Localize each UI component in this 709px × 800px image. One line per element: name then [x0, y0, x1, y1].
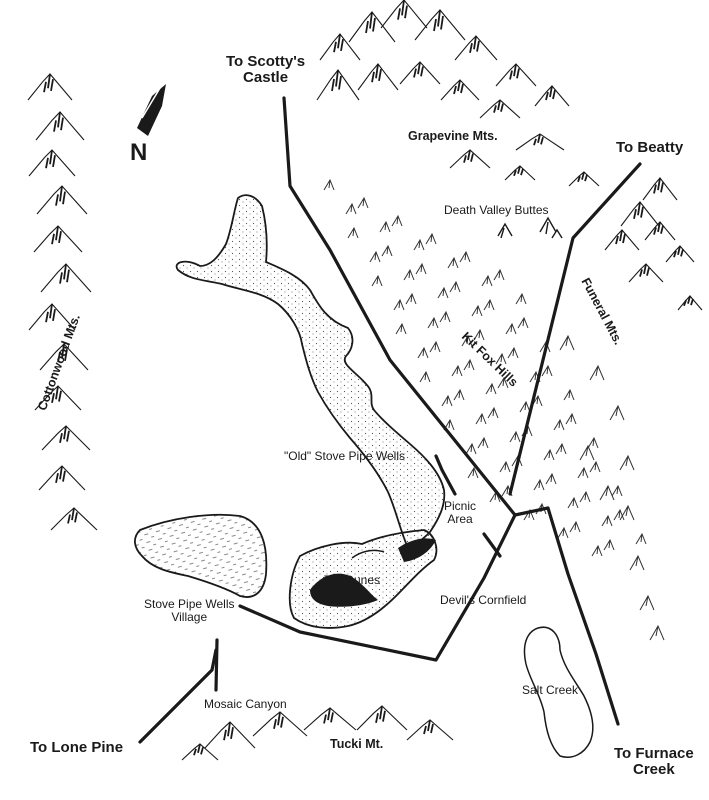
- road-mosaic-canyon: [214, 638, 219, 692]
- label-salt-creek: Salt Creek: [522, 683, 579, 697]
- label-picnic-area-line1: Picnic: [444, 499, 477, 513]
- tucki-mountain-sketch: [181, 705, 454, 761]
- label-tucki-mt: Tucki Mt.: [330, 737, 384, 751]
- label-old-stove-pipe-wells: "Old" Stove Pipe Wells: [284, 449, 406, 463]
- road-west: [238, 513, 517, 662]
- dune-crest-1: [351, 549, 385, 559]
- dune-shadow-2: [398, 538, 436, 562]
- road-lone-pine: [138, 648, 218, 744]
- label-grapevine-mts: Grapevine Mts.: [408, 129, 498, 143]
- label-to-beatty: To Beatty: [616, 139, 684, 156]
- label-to-furnace-creek: To Furnace Creek: [614, 746, 694, 778]
- label-to-lone-pine: To Lone Pine: [30, 739, 124, 756]
- label-stove-pipe-wells-village: Stove Pipe Wells Village: [144, 598, 235, 623]
- label-to-scottys-castle-line2: Castle: [243, 68, 289, 86]
- label-to-furnace-creek-line2: Creek: [633, 760, 675, 778]
- label-mosaic-canyon: Mosaic Canyon: [204, 697, 287, 711]
- road-beatty: [508, 162, 642, 496]
- road-old-stovepipe: [434, 454, 457, 496]
- label-picnic-area-line2: Area: [447, 511, 473, 526]
- cottonwood-mountains-sketch: [27, 73, 98, 531]
- label-picnic-area: Picnic Area: [444, 500, 476, 525]
- label-stove-pipe-wells-village-line1: Stove Pipe Wells: [144, 597, 235, 611]
- label-tall-dunes: Tall Dunes: [324, 573, 381, 587]
- road-picnic: [482, 532, 502, 558]
- label-to-scottys-castle: To Scotty's Castle: [226, 54, 305, 86]
- death-valley-buttes-sketch: [497, 216, 563, 239]
- label-to-scottys-castle-line1: To Scotty's: [226, 53, 306, 70]
- road-furnace-creek: [513, 506, 620, 726]
- road-network: [138, 96, 642, 744]
- kit-fox-hills-sketch: [323, 178, 665, 641]
- sand-flats-north: [175, 194, 446, 550]
- label-stove-pipe-wells-village-line2: Village: [171, 609, 208, 624]
- label-death-valley-buttes: Death Valley Buttes: [444, 203, 549, 217]
- label-devils-cornfield: Devil's Cornfield: [440, 593, 527, 607]
- mesquite-flat: [134, 513, 268, 598]
- funeral-mountains-sketch: [604, 177, 703, 311]
- label-to-furnace-creek-line1: To Furnace: [614, 745, 694, 762]
- compass-north-label: N: [130, 139, 148, 166]
- dune-shadow-1: [310, 573, 378, 607]
- grapevine-mountains-sketch: [316, 0, 600, 187]
- salt-creek-outline: [523, 626, 594, 758]
- north-arrow-icon: [137, 84, 166, 136]
- road-scottys-castle: [282, 96, 517, 517]
